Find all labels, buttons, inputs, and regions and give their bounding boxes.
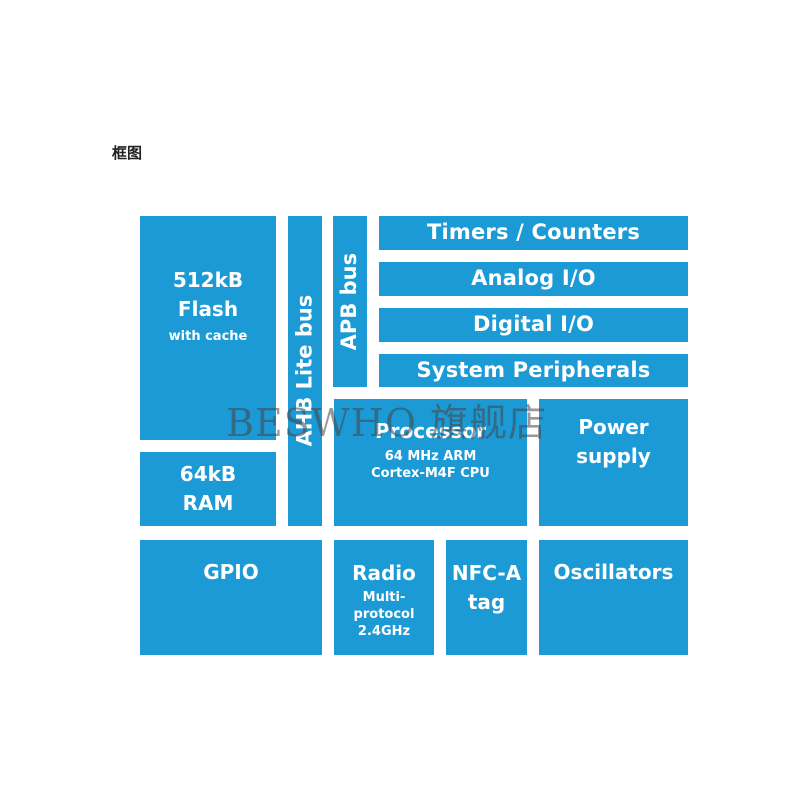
system-peripherals-label: System Peripherals	[416, 357, 651, 382]
ram-block: 64kB RAM	[140, 452, 276, 526]
radio-title: Radio	[352, 561, 416, 585]
flash-block: 512kB Flash with cache	[140, 216, 276, 440]
analog-io-label: Analog I/O	[471, 266, 596, 291]
radio-block: Radio Multi- protocol 2.4GHz	[334, 540, 434, 655]
ram-size: 64kB	[179, 462, 237, 486]
analog-io-block: Analog I/O	[379, 262, 688, 296]
ram-label: RAM	[182, 491, 234, 515]
radio-line2: protocol	[353, 607, 415, 622]
radio-line1: Multi-	[362, 590, 406, 605]
gpio-block: GPIO	[140, 540, 322, 655]
nfc-tag-block: NFC-A tag	[446, 540, 527, 655]
apb-bus-label: APB bus	[337, 252, 362, 351]
power-supply-block: Power supply	[539, 399, 688, 526]
power-supply-line1: Power	[578, 415, 649, 439]
system-peripherals-block: System Peripherals	[379, 354, 688, 387]
ahb-bus-label: AHB Lite bus	[292, 295, 317, 447]
oscillators-label: Oscillators	[553, 560, 674, 584]
digital-io-label: Digital I/O	[472, 312, 595, 337]
processor-title: Processor	[374, 419, 487, 443]
digital-io-block: Digital I/O	[379, 308, 688, 342]
radio-line3: 2.4GHz	[357, 624, 411, 639]
timers-counters-block: Timers / Counters	[379, 216, 688, 250]
apb-bus-block: APB bus	[333, 216, 367, 387]
flash-size: 512kB	[172, 268, 244, 292]
processor-block: Processor 64 MHz ARM Cortex-M4F CPU	[334, 399, 527, 526]
page-title: 框图	[112, 144, 143, 162]
ahb-bus-block: AHB Lite bus	[288, 216, 322, 526]
oscillators-block: Oscillators	[539, 540, 688, 655]
gpio-label: GPIO	[203, 560, 259, 584]
processor-core: Cortex-M4F CPU	[371, 466, 490, 481]
nfc-line1: NFC-A	[451, 561, 522, 585]
flash-cache-note: with cache	[168, 329, 248, 344]
nfc-line2: tag	[467, 590, 506, 614]
flash-label: Flash	[177, 297, 239, 321]
power-supply-line2: supply	[576, 444, 651, 468]
processor-speed: 64 MHz ARM	[384, 449, 477, 464]
timers-counters-label: Timers / Counters	[426, 220, 641, 245]
